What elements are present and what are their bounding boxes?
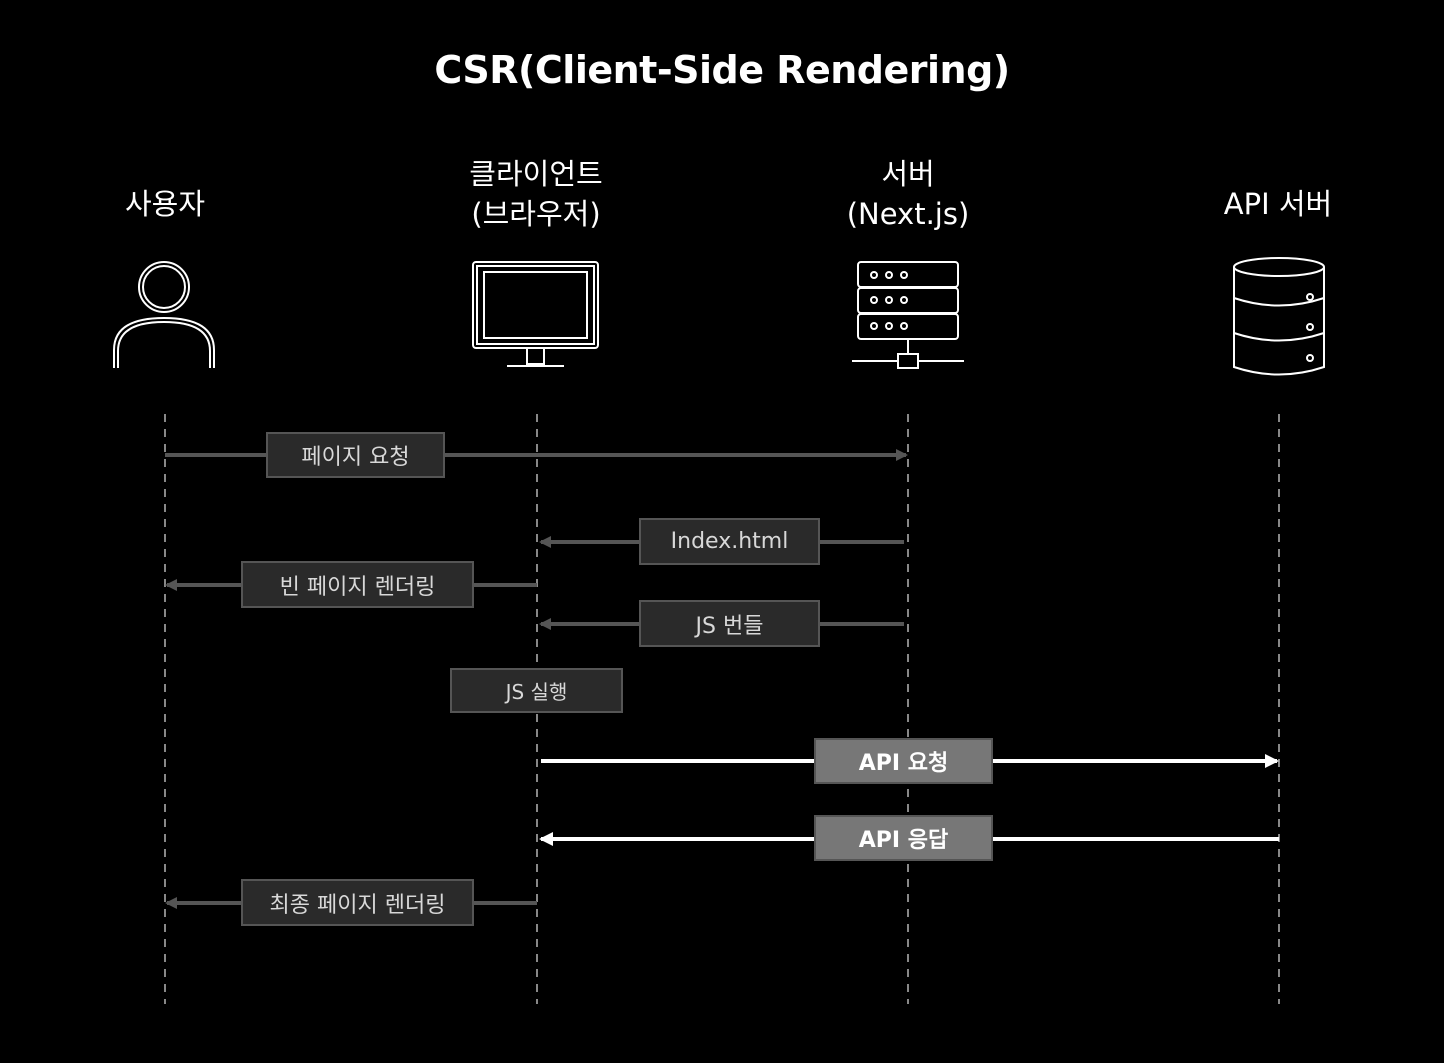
message-api-request: API 요청 bbox=[814, 738, 993, 784]
message-js-bundle: JS 번들 bbox=[639, 600, 820, 647]
user-icon bbox=[113, 261, 215, 368]
actor-user-label: 사용자 bbox=[15, 184, 315, 224]
actor-api-name: API 서버 bbox=[1223, 187, 1333, 221]
actor-server-sub: (Next.js) bbox=[846, 197, 970, 231]
message-blank-render: 빈 페이지 렌더링 bbox=[241, 561, 474, 608]
message-final-render: 최종 페이지 렌더링 bbox=[241, 879, 474, 926]
actor-user-name: 사용자 bbox=[124, 187, 206, 221]
actor-server-name: 서버 bbox=[881, 157, 935, 191]
diagram-title: CSR(Client-Side Rendering) bbox=[434, 48, 1010, 92]
actor-client-sub: (브라우저) bbox=[471, 197, 601, 231]
message-index-html: Index.html bbox=[639, 518, 820, 565]
message-js-exec: JS 실행 bbox=[450, 668, 623, 713]
monitor-icon bbox=[472, 261, 599, 367]
message-page-request: 페이지 요청 bbox=[266, 432, 445, 478]
server-rack-icon bbox=[852, 261, 964, 369]
actor-server-label: 서버 (Next.js) bbox=[758, 154, 1058, 234]
actor-client-label: 클라이언트 (브라우저) bbox=[386, 154, 686, 234]
database-icon bbox=[1233, 257, 1325, 376]
message-api-response: API 응답 bbox=[814, 815, 993, 861]
actor-client-name: 클라이언트 bbox=[469, 157, 603, 191]
actor-api-label: API 서버 bbox=[1128, 184, 1428, 224]
